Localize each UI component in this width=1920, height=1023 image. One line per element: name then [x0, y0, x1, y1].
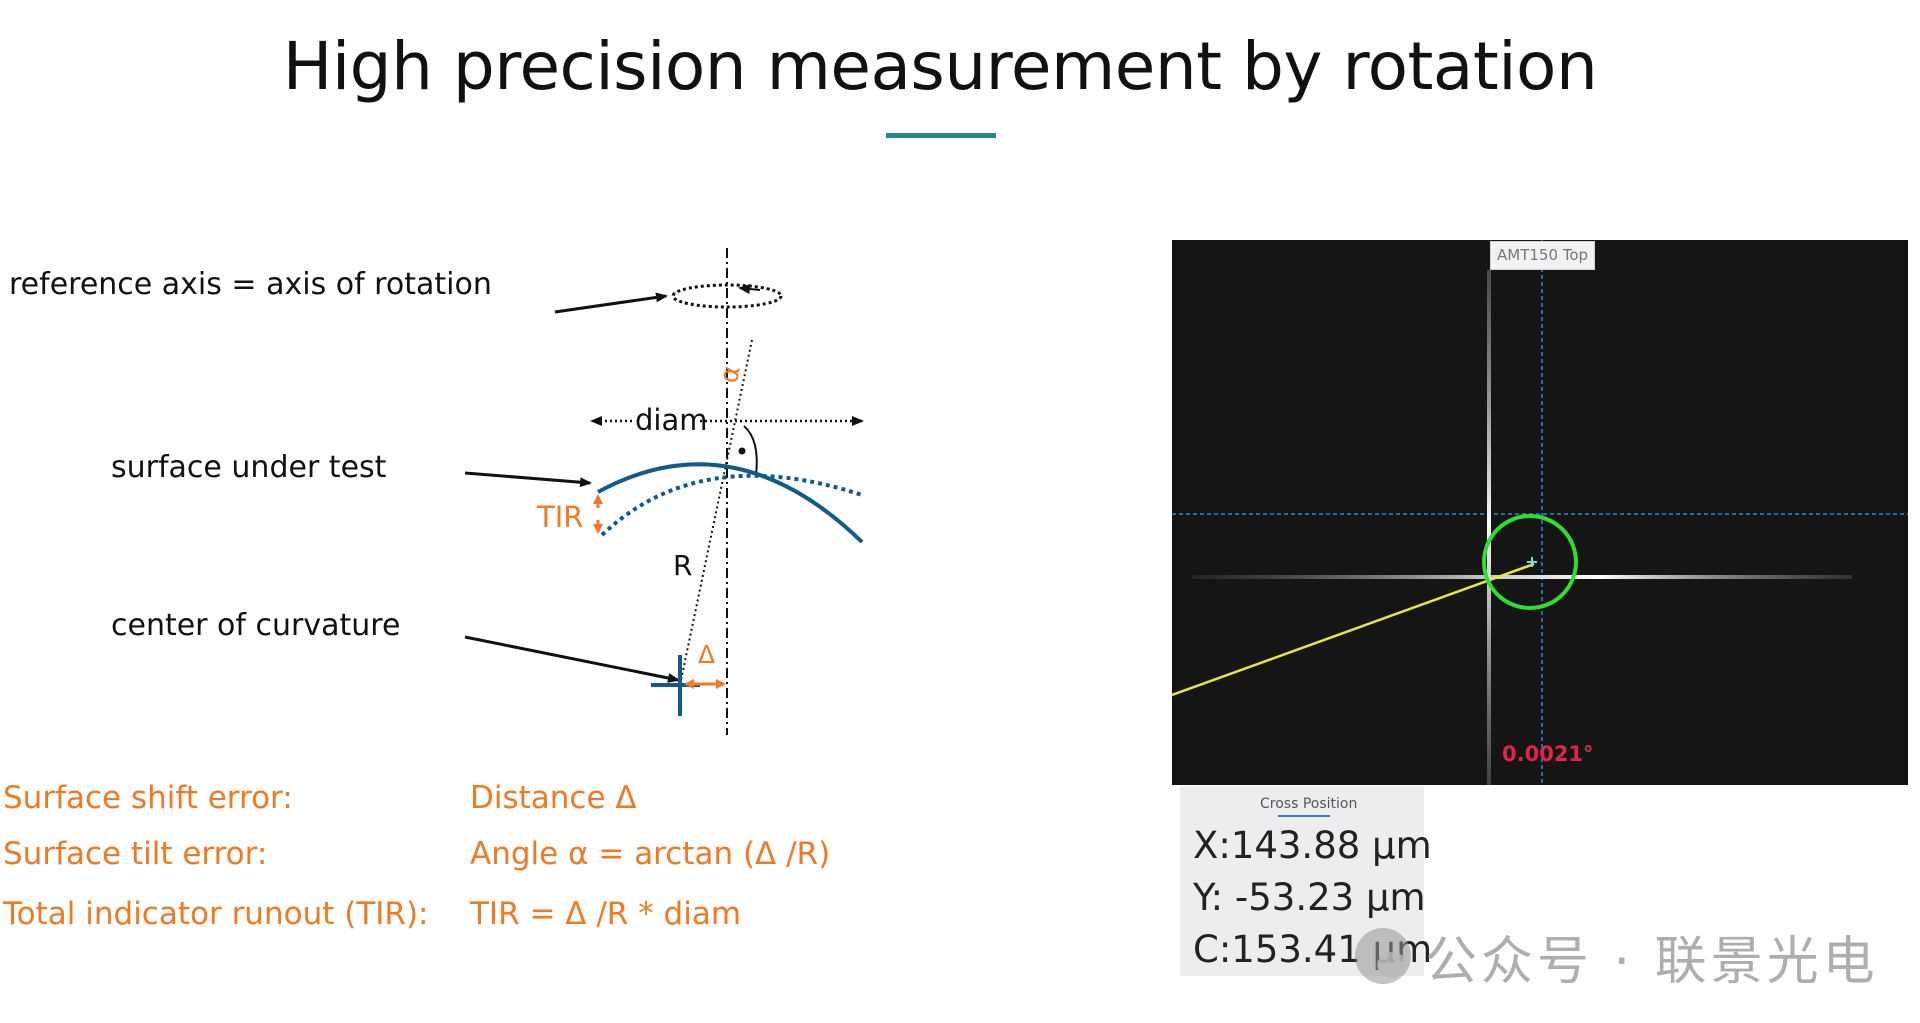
watermark: 公众号 · 联景光电	[1355, 926, 1879, 992]
tilted-surface-arc	[600, 473, 863, 537]
runout-line	[1172, 562, 1535, 697]
right-angle-dot	[738, 447, 746, 455]
cross-position-x: X:143.88 µm	[1193, 824, 1432, 867]
tilt-error-formula: Angle α = arctan (Δ /R)	[470, 836, 831, 872]
rotation-ellipse	[671, 283, 783, 309]
center-of-curvature-label: center of curvature	[111, 608, 401, 643]
alpha-label: α	[714, 363, 747, 386]
camera-image	[1172, 240, 1908, 785]
center-pointer	[464, 635, 680, 683]
cross-position-y: Y: -53.23 µm	[1193, 876, 1426, 919]
r-label: R	[673, 549, 692, 582]
reticle-horizontal	[1192, 575, 1852, 579]
reference-axis-pointer	[554, 292, 668, 314]
rotation-arrow	[738, 284, 761, 294]
tir-label: TIR	[536, 500, 583, 534]
camera-view	[1172, 240, 1908, 785]
delta-label: Δ	[698, 640, 715, 669]
runout-circle	[1482, 514, 1578, 610]
watermark-text: 公众号 · 联景光电	[1425, 931, 1879, 992]
shift-error-name: Surface shift error:	[3, 780, 293, 816]
cross-position-title[interactable]: Cross Position	[1260, 796, 1358, 812]
wechat-icon	[1355, 928, 1411, 984]
cross-position-tab-indicator	[1278, 815, 1330, 817]
title-underline	[886, 133, 996, 138]
reticle-vertical	[1487, 270, 1491, 785]
diam-label: diam	[635, 403, 708, 437]
shift-error-formula: Distance Δ	[470, 780, 637, 816]
tir-error-formula: TIR = Δ /R * diam	[470, 896, 742, 932]
tir-error-name: Total indicator runout (TIR):	[3, 896, 429, 932]
page-title: High precision measurement by rotation	[282, 28, 1598, 105]
rotation-diagram: diam α TIR R Δ	[536, 248, 864, 735]
tilted-axis	[679, 339, 753, 686]
surface-pointer	[464, 471, 592, 488]
right-angle-mark	[743, 425, 758, 476]
camera-angle-readout: 0.0021°	[1502, 742, 1594, 766]
surface-under-test-label: surface under test	[111, 450, 387, 485]
surface-arc	[597, 462, 864, 544]
camera-tab[interactable]: AMT150 Top	[1490, 241, 1596, 270]
tilt-error-name: Surface tilt error:	[3, 836, 268, 872]
reference-axis-label: reference axis = axis of rotation	[9, 267, 492, 302]
label-pointers	[464, 292, 680, 683]
